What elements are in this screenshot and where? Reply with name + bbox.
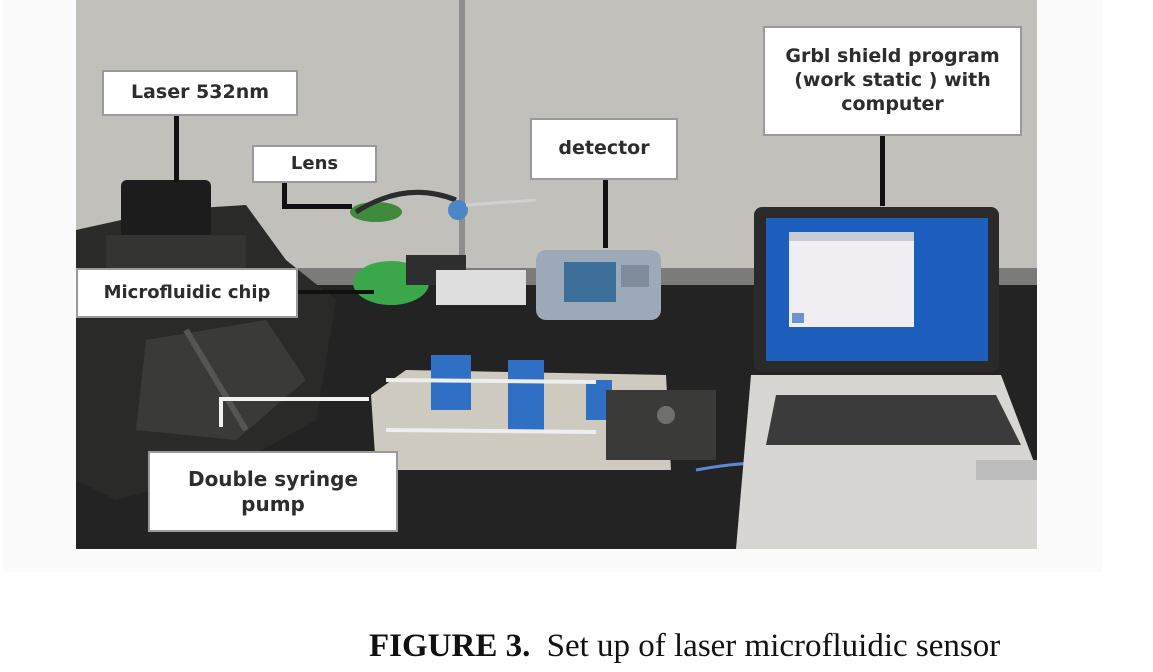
chip-callout: Microfluidic chip bbox=[76, 268, 298, 318]
software-callout: Grbl shield program (work static ) with … bbox=[763, 26, 1022, 136]
pump-callout: Double syringe pump bbox=[148, 451, 398, 532]
lens-leader-line bbox=[282, 180, 287, 206]
laser-leader-line bbox=[174, 112, 179, 182]
laser-callout: Laser 532nm bbox=[102, 70, 298, 116]
figure-caption: FIGURE 3. Set up of laser microfluidic s… bbox=[369, 628, 1149, 665]
chip-leader-line bbox=[294, 290, 374, 294]
figure-caption-text: Set up of laser microfluidic sensor bbox=[546, 628, 1001, 664]
detector-callout: detector bbox=[530, 118, 678, 180]
pump-leader-line bbox=[219, 397, 369, 401]
detector-leader-line bbox=[603, 178, 608, 248]
pump-leader-line-vertical bbox=[219, 397, 223, 427]
lens-leader-line-horizontal bbox=[282, 204, 352, 209]
software-leader-line bbox=[880, 134, 885, 206]
setup-photo: Laser 532nm Lens detector Grbl shield pr… bbox=[76, 0, 1037, 549]
lens-callout: Lens bbox=[252, 145, 377, 183]
figure-caption-label: FIGURE 3. bbox=[369, 628, 531, 664]
